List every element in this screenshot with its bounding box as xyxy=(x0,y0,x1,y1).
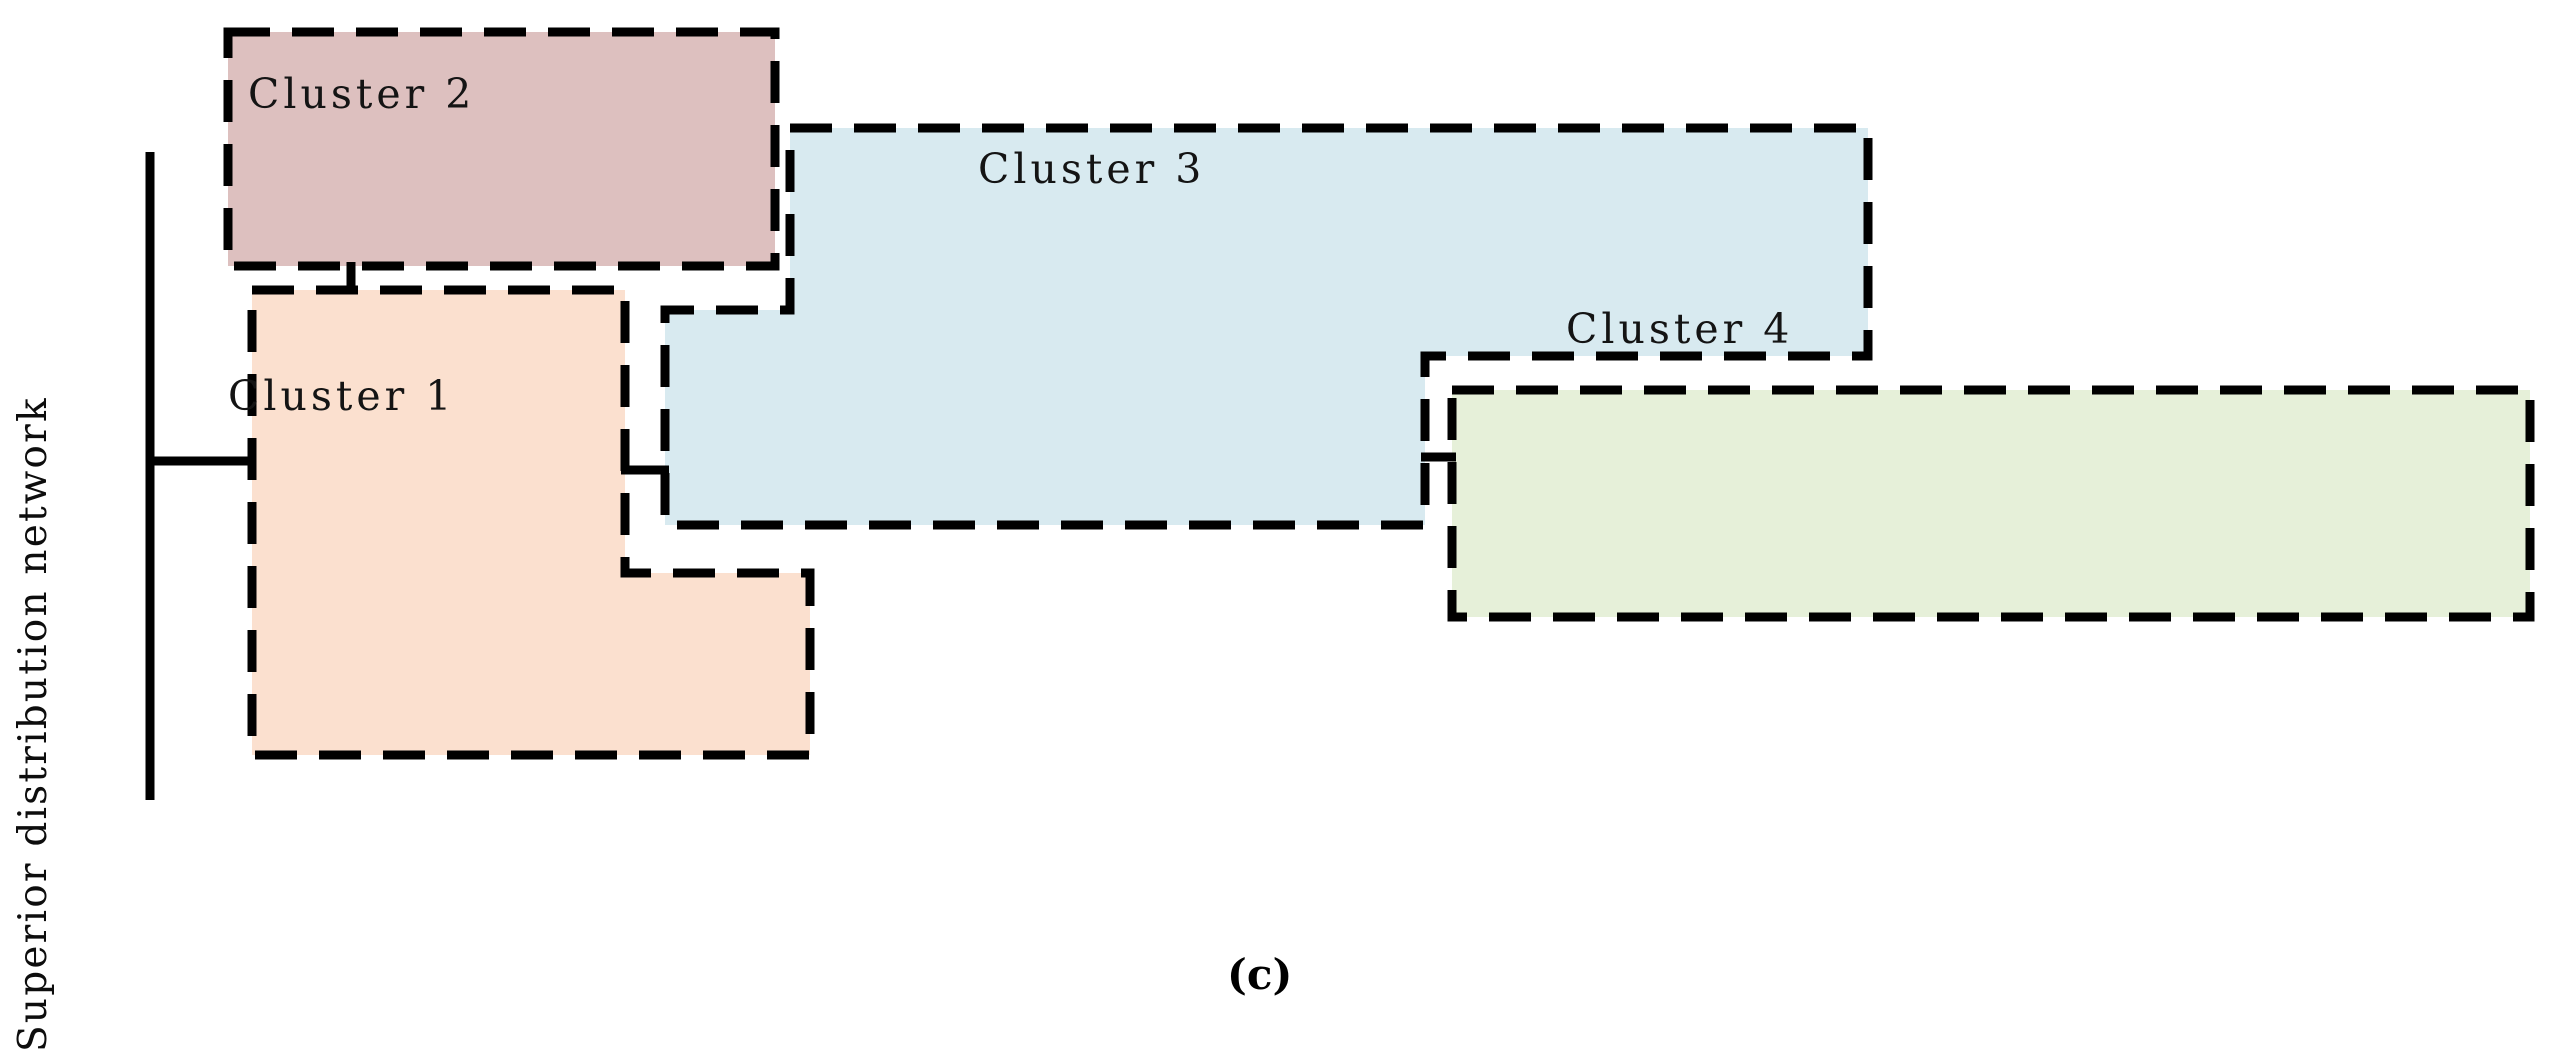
cluster-4-border xyxy=(1447,385,2535,622)
cluster-4-shape[interactable] xyxy=(1452,390,2530,617)
cluster-3-label: Cluster 3 xyxy=(978,145,1206,193)
cluster-1-border xyxy=(247,285,815,760)
cluster-2-shape[interactable] xyxy=(228,32,775,266)
cluster-4-label: Cluster 4 xyxy=(1566,305,1794,353)
axis-label-superior-distribution-network: Superior distribution network xyxy=(10,396,56,1052)
cluster-1-shape[interactable] xyxy=(252,290,810,755)
cluster-3-shape[interactable] xyxy=(665,128,1868,525)
cluster-3-border xyxy=(660,123,1873,530)
panel-caption: (c) xyxy=(1227,950,1293,999)
cluster-1-label: Cluster 1 xyxy=(228,372,456,420)
cluster-2-label: Cluster 2 xyxy=(248,70,476,118)
cluster-2-border xyxy=(223,27,780,271)
